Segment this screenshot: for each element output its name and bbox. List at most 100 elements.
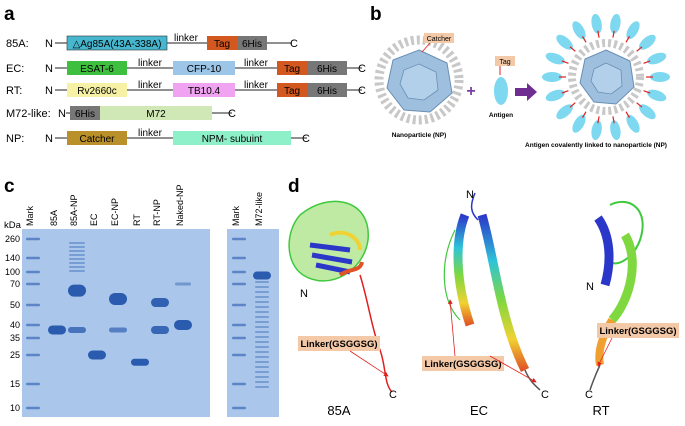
segment-label: 6His <box>317 86 337 97</box>
segment-6his <box>307 83 347 97</box>
tag-link <box>643 60 651 64</box>
marker-band <box>232 303 246 307</box>
linker-callout-1: Linker(GSGGSG) <box>298 336 389 377</box>
construct-ec: EC: N ESAT-6 linker CFP-10 linker Tag 6H… <box>6 58 366 75</box>
c-terminus-rt: C <box>585 389 593 401</box>
tag-link <box>561 60 569 64</box>
antigen-copy <box>572 21 586 40</box>
marker-band <box>232 256 246 260</box>
antigen-copy <box>545 52 565 65</box>
lane-label: M72-like <box>254 192 264 226</box>
process-arrow <box>515 83 537 101</box>
band-85a-np-smear <box>69 258 85 260</box>
antigen-copy <box>647 52 667 65</box>
antigen-copy <box>626 114 640 133</box>
gel-2 <box>227 229 279 417</box>
panel-label-b: b <box>370 4 382 25</box>
c-terminus: C <box>358 63 366 75</box>
band-m72-smear <box>255 301 269 303</box>
n-terminus: N <box>45 85 53 97</box>
band-naked-np <box>174 320 192 330</box>
marker-band <box>232 353 246 357</box>
panel-label-c: c <box>4 176 15 197</box>
band-ec-np-free <box>109 327 127 333</box>
plus-sign: + <box>466 83 475 100</box>
construct-m72: M72-like: N 6His M72 C <box>6 106 236 120</box>
linker-label: Linker(GSGGSG) <box>424 359 501 370</box>
band-m72-smear <box>255 336 269 338</box>
tag-label-box <box>495 56 515 66</box>
band-ec-np <box>109 293 127 306</box>
band-m72-smear <box>255 351 269 353</box>
antigen-copy <box>647 89 667 102</box>
marker-band <box>26 323 40 327</box>
structure-label-85a: 85A <box>327 403 350 418</box>
nanoparticle: Catcher Nanoparticle (NP) <box>374 33 464 139</box>
segment-rv2660c <box>67 83 127 97</box>
n-terminus: N <box>45 38 53 50</box>
band-85a-np <box>68 284 86 297</box>
tag-link <box>597 30 600 38</box>
segment-6his <box>237 36 267 50</box>
marker-band <box>26 353 40 357</box>
band-rt <box>131 358 149 366</box>
marker-band <box>232 336 246 340</box>
np-label: Nanoparticle (NP) <box>392 132 447 139</box>
segment-label: 6His <box>242 39 262 50</box>
band-85a-np-smear <box>69 270 85 272</box>
marker-band <box>26 237 40 241</box>
band-85a-np-smear <box>69 242 85 244</box>
band-m72-smear <box>255 316 269 318</box>
segment-ag85a <box>66 35 168 51</box>
tag-link <box>597 116 600 124</box>
segment-label: △Ag85A(43A-338A) <box>73 39 162 50</box>
marker-band <box>26 256 40 260</box>
antigen: Tag Antigen <box>489 56 515 119</box>
antigen-copy <box>626 21 640 40</box>
construct-85a: 85A: N △Ag85A(43A-338A) linker Tag 6His … <box>6 33 298 51</box>
tag-link <box>569 102 576 108</box>
construct-name: NP: <box>6 133 24 145</box>
tag-link <box>612 30 615 38</box>
segment-label: TB10.4 <box>188 86 221 97</box>
antigen-copy <box>591 120 602 141</box>
band-m72-smear <box>255 321 269 323</box>
c-terminus-ec: C <box>541 389 549 401</box>
antigen-copy <box>556 34 573 50</box>
segment-label: Catcher <box>79 134 115 145</box>
marker-band <box>26 282 40 286</box>
segment-label: M72 <box>146 109 166 120</box>
construct-name: 85A: <box>6 38 29 50</box>
antigen-copy <box>650 72 670 82</box>
linker-label: linker <box>138 58 163 69</box>
segment-catcher <box>67 131 127 145</box>
linker-label: linker <box>138 128 163 139</box>
segment-6his <box>307 61 347 75</box>
gel-unit: kDa <box>4 220 22 231</box>
band-m72-smear <box>255 291 269 293</box>
tag-link <box>612 116 615 124</box>
n-terminus: N <box>58 108 66 120</box>
segment-6his <box>70 106 100 120</box>
band-rt-np <box>151 298 169 308</box>
panel-label-a: a <box>4 4 15 25</box>
marker-label: 50 <box>10 300 20 310</box>
c-terminus: C <box>228 108 236 120</box>
marker-label: 25 <box>10 350 20 360</box>
marker-label: 260 <box>5 234 20 244</box>
n-terminus: N <box>45 63 53 75</box>
marker-band <box>26 406 40 410</box>
marker-label: 10 <box>10 403 20 413</box>
segment-label: Tag <box>284 86 300 97</box>
n-terminus: N <box>45 133 53 145</box>
band-m72-smear <box>255 376 269 378</box>
construct-rt: RT: N Rv2660c linker TB10.4 linker Tag 6… <box>6 80 366 97</box>
structure-ec: N C EC <box>443 189 549 418</box>
antigen-copy <box>639 104 656 120</box>
linker-label: Linker(GSGGSG) <box>599 326 676 337</box>
band-85a <box>48 325 66 335</box>
antigen-copy <box>591 13 602 34</box>
marker-band <box>26 270 40 274</box>
marker-band <box>232 382 246 386</box>
